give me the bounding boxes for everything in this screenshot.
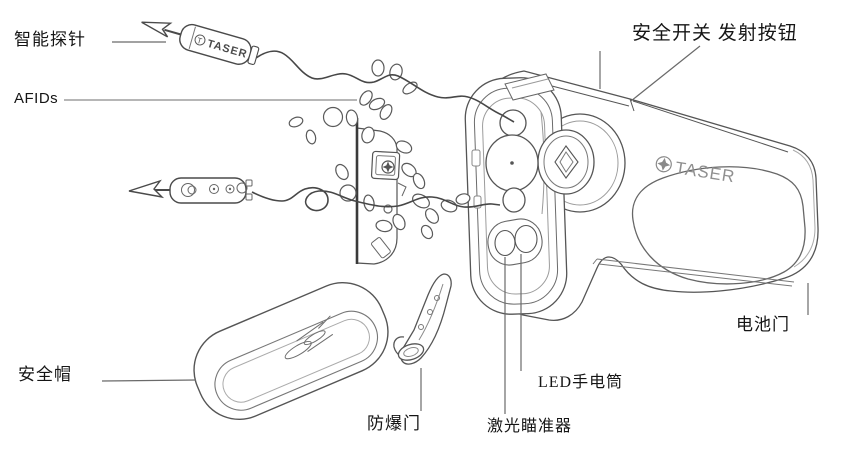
wire-bottom	[251, 186, 501, 212]
probe-barb	[128, 179, 165, 199]
smart-probe-top: T TASER	[141, 21, 260, 65]
cartridge-bay	[464, 73, 626, 315]
battery-rail	[592, 258, 795, 287]
smart-probe-bottom	[128, 177, 253, 204]
label-led-flashlight: LED手电筒	[538, 374, 624, 391]
led-flashlight-lens	[514, 224, 538, 254]
blast-door	[393, 273, 452, 365]
label-laser-sight: 激光瞄准器	[487, 418, 573, 435]
probe-barb	[141, 21, 173, 38]
probe-wires	[251, 50, 515, 212]
muzzle-diamond	[554, 145, 579, 179]
afids-confetti	[288, 59, 471, 240]
laser-sight-lens	[494, 229, 516, 257]
wire-top	[255, 50, 515, 123]
leader-fire-button	[630, 45, 701, 102]
label-blast-door: 防爆门	[367, 414, 421, 433]
label-safety-cap: 安全帽	[18, 365, 72, 384]
leader-lines	[64, 41, 809, 414]
svg-text:T: T	[196, 36, 203, 46]
label-battery-door: 电池门	[736, 315, 790, 334]
label-afids: AFIDs	[14, 90, 59, 107]
probe-port-top	[499, 109, 527, 137]
label-safety-switch: 安全开关	[632, 23, 713, 44]
label-fire-button: 发射按钮	[717, 23, 798, 44]
label-safety-fire: 安全开关 发射按钮	[632, 23, 798, 45]
safety-cap	[193, 281, 389, 421]
leader-safety-cap	[101, 379, 197, 382]
label-smart-probe: 智能探针	[14, 30, 86, 49]
grip-inlay	[631, 166, 806, 285]
cap-engraving	[284, 315, 334, 360]
probe-port-mid	[502, 187, 526, 213]
